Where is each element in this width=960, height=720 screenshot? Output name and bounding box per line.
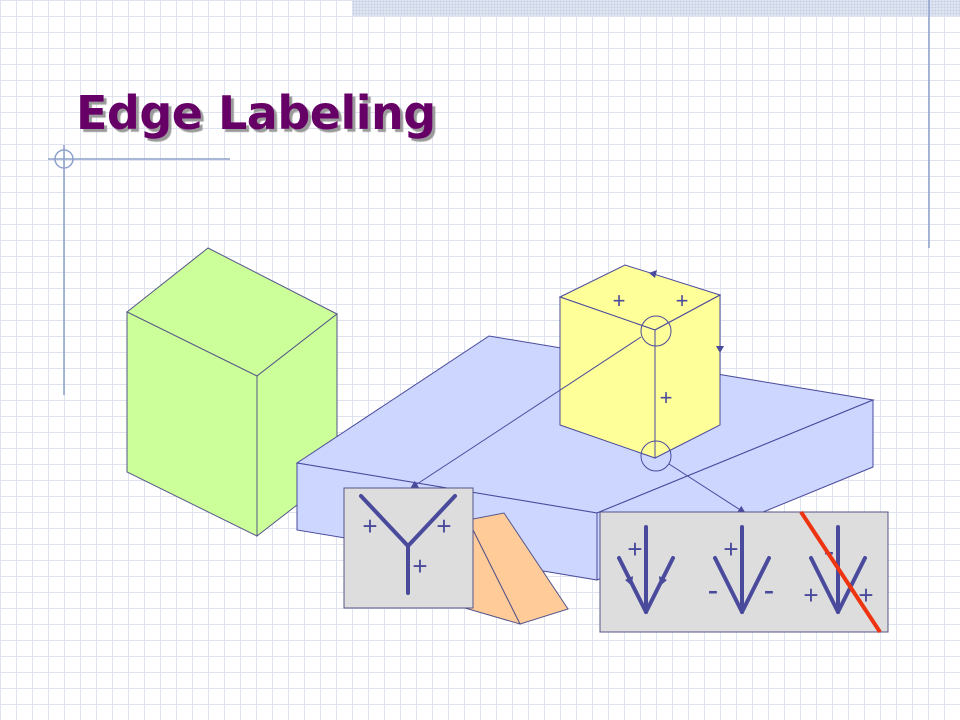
- arrowhead-icon: [649, 270, 657, 278]
- catalog-third-label-left: +: [803, 580, 818, 610]
- junction-pointers: [410, 315, 746, 514]
- bottom-junction-circle: [640, 440, 672, 472]
- slide-decoration-lines: [48, 0, 930, 395]
- y-junction-label-right: +: [436, 511, 451, 541]
- inset-junction-catalog: + + - -: [599, 510, 889, 634]
- y-junction-label-bottom: +: [412, 551, 427, 581]
- invalid-strike-line: [799, 510, 882, 634]
- cube-label-front-edge: +: [660, 385, 673, 410]
- arrowhead-icon: [716, 346, 724, 353]
- arrowhead-icon: [659, 576, 667, 586]
- top-junction-circle: [640, 315, 672, 347]
- header-pattern-band: [352, 0, 960, 16]
- catalog-second-label-right: -: [764, 572, 775, 608]
- arrowhead-icon: [625, 576, 633, 586]
- cube-edge-arrows: [649, 270, 724, 353]
- catalog-junction-first: +: [617, 525, 675, 614]
- catalog-junction-third: - + +: [799, 510, 882, 634]
- y-junction-label-left: +: [362, 511, 377, 541]
- inset-y-junction: + + +: [343, 487, 474, 609]
- green-box: [126, 247, 338, 538]
- cube-label-top-right: +: [676, 288, 689, 313]
- catalog-second-label-top: +: [723, 534, 738, 564]
- slide-title: Edge Labeling: [76, 86, 436, 140]
- catalog-first-label-top: +: [627, 534, 642, 564]
- catalog-second-label-left: -: [708, 572, 719, 608]
- cube-label-top-left: +: [613, 288, 626, 313]
- catalog-junction-second: + - -: [708, 525, 775, 614]
- yellow-cube: [558, 264, 722, 459]
